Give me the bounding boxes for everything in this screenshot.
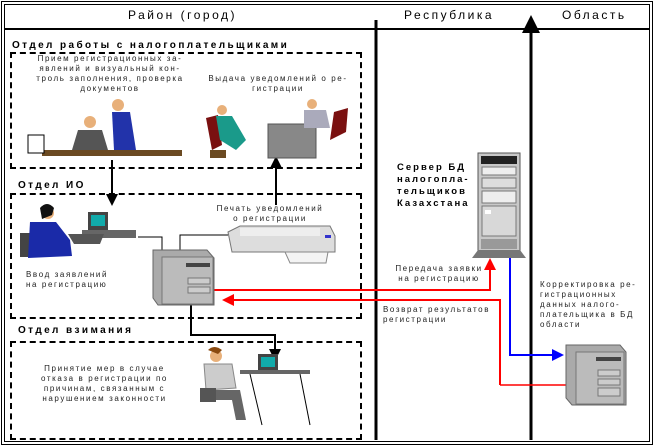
cable-pc-workstation: [138, 236, 163, 250]
task-receive-applications: Прием регистрационных за- явлений и визу…: [30, 54, 190, 94]
text-line: Прием регистрационных за-: [37, 54, 183, 63]
text-line: отказа в регистрации по: [41, 374, 168, 383]
io-dept-box: [10, 193, 362, 319]
arrow-return-results: [222, 294, 501, 385]
arrow-send-application: [213, 258, 496, 291]
dept-title-collection: Отдел взимания: [18, 325, 134, 336]
io-pc-icon: [152, 249, 215, 306]
text-line: на регистрацию: [26, 280, 108, 289]
server-label: Сервер БД налогопла- тельщиков Казахстан…: [397, 162, 477, 210]
dept-title-io: Отдел ИО: [18, 180, 86, 191]
text-line: гистрации: [252, 84, 304, 93]
task-collection-measures: Принятие мер в случае отказа в регистрац…: [32, 364, 177, 404]
collection-operator-icon: [200, 347, 311, 426]
text-line: Корректировка ре-: [540, 280, 637, 289]
dept-title-taxpayers: Отдел работы с налогоплательщиками: [12, 40, 290, 51]
column-header-region: Область: [562, 8, 627, 22]
arrow-region-correction: [509, 258, 564, 361]
text-line: налогопла-: [397, 174, 470, 185]
notification-meeting-icon: [206, 99, 348, 159]
region-pc-icon: [565, 344, 627, 406]
text-line: тельщиков: [397, 186, 467, 197]
header-divider: [4, 28, 650, 30]
text-line: регистрации: [383, 315, 447, 324]
text-line: Возврат результатов: [383, 305, 491, 314]
text-line: на регистрацию: [398, 274, 480, 283]
inner-frame: [4, 4, 650, 442]
text-line: Ввод заявлений: [26, 270, 109, 279]
text-line: Передача заявки: [395, 264, 483, 273]
text-line: Принятие мер в случае: [44, 364, 165, 373]
column-header-republic: Республика: [404, 8, 495, 22]
text-line: гистрационных: [540, 290, 617, 299]
text-line: троль заполнения, проверка: [36, 74, 184, 83]
arrow-to-collection: [190, 305, 281, 361]
text-line: данных налого-: [540, 300, 621, 309]
text-line: Выдача уведомлений о ре-: [208, 74, 348, 83]
region-correction-label: Корректировка ре- гистрационных данных н…: [540, 280, 650, 330]
task-print-notifications: Печать уведомлений о регистрации: [205, 204, 335, 224]
column-header-district: Район (город): [128, 8, 237, 22]
send-application-label: Передача заявки на регистрацию: [384, 264, 494, 284]
text-line: Сервер БД: [397, 162, 466, 173]
clerks-meeting-icon: [27, 99, 182, 156]
operator-woman-icon: [20, 204, 136, 258]
text-line: нарушением законности: [42, 394, 167, 403]
text-line: Казахстана: [397, 198, 470, 209]
printer-icon: [227, 225, 336, 264]
task-input-applications: Ввод заявлений на регистрацию: [26, 270, 136, 290]
text-line: области: [540, 320, 582, 329]
text-line: плательщика в БД: [540, 310, 635, 319]
taxpayers-dept-box: [10, 52, 362, 169]
text-line: о регистрации: [233, 214, 307, 223]
server-rack-icon: [472, 152, 526, 258]
text-line: явлений и визуальный кон-: [39, 64, 181, 73]
text-line: документов: [80, 84, 140, 93]
text-line: Печать уведомлений: [216, 204, 324, 213]
collection-dept-box: [10, 341, 362, 440]
task-issue-notifications: Выдача уведомлений о ре- гистрации: [198, 74, 358, 94]
text-line: причинам, связанным с: [43, 384, 166, 393]
return-results-label: Возврат результатов регистрации: [383, 305, 503, 325]
cable-printer: [179, 234, 228, 250]
